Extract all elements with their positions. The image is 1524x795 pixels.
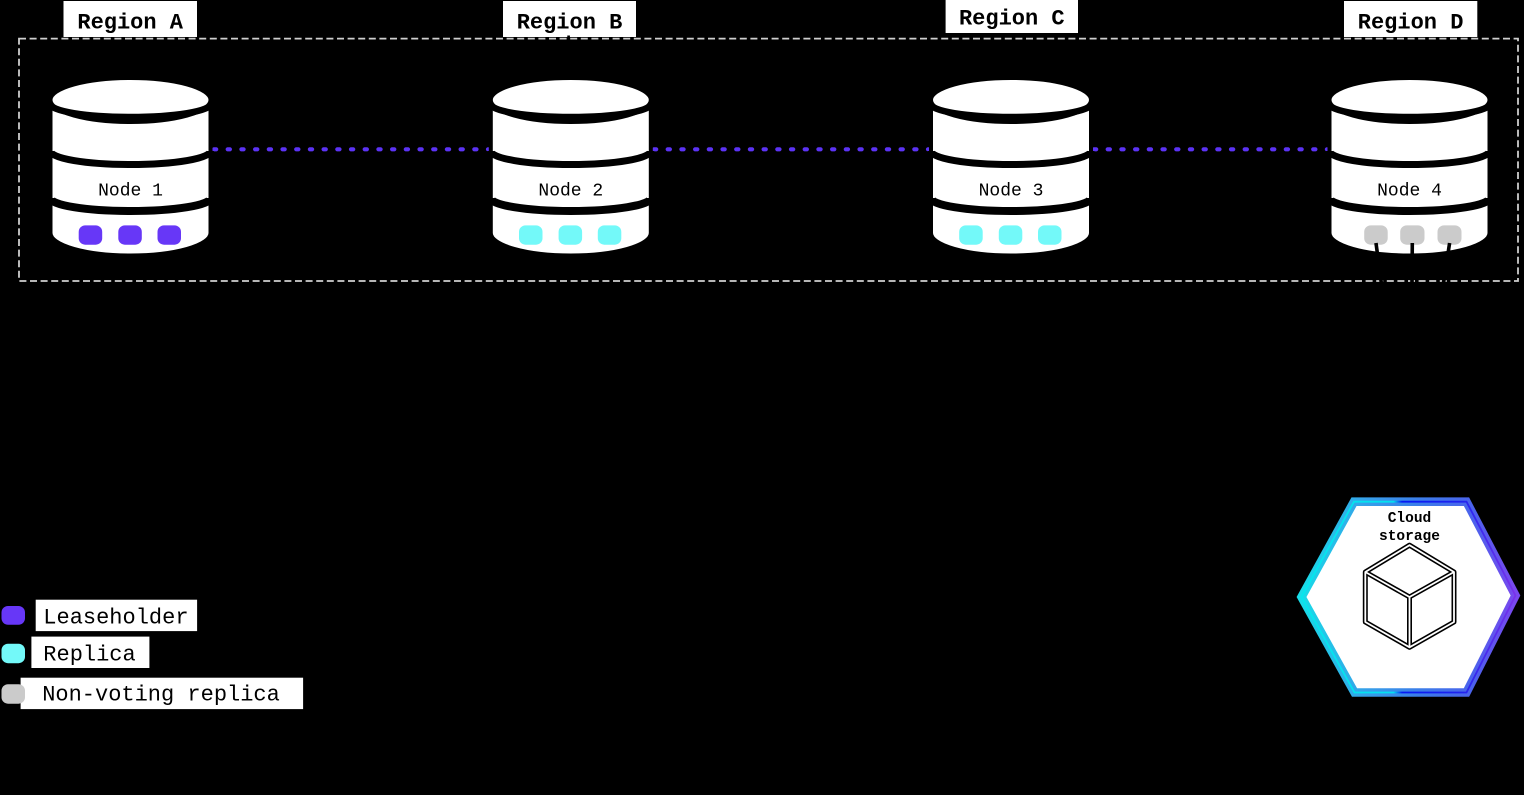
svg-text:storage: storage [1379,529,1440,545]
svg-text:Replica: Replica [43,642,135,667]
svg-text:Region D: Region D [1358,11,1464,36]
svg-text:Non-voting replica: Non-voting replica [42,682,280,707]
svg-text:Node 1: Node 1 [98,182,163,202]
svg-text:Leaseholder: Leaseholder [43,606,188,631]
svg-text:Region B: Region B [517,11,623,36]
svg-text:Region A: Region A [77,11,183,36]
svg-text:Node 2: Node 2 [538,182,603,202]
svg-text:Node 3: Node 3 [979,182,1044,202]
svg-text:Cloud: Cloud [1388,511,1432,527]
svg-text:Node 4: Node 4 [1377,182,1442,202]
svg-text:Region C: Region C [959,7,1065,32]
